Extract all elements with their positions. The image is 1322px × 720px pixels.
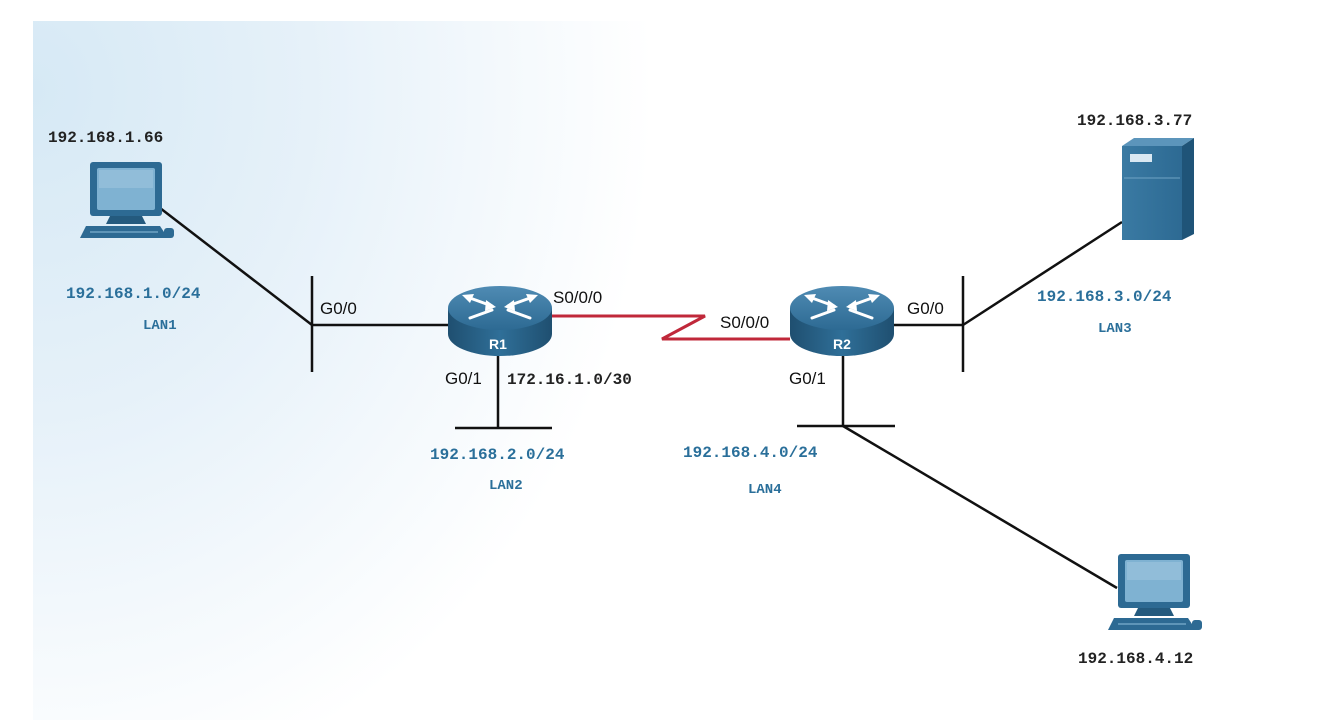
link-lan3-server [962,220,1123,327]
pc-icon[interactable] [1108,554,1202,630]
interface-label-r1-s000: S0/0/0 [553,288,602,307]
link-pc1-lan1 [159,207,313,326]
wan-network-label: 172.16.1.0/30 [507,371,632,389]
router-icon[interactable] [790,286,894,356]
lan4-network-label: 192.168.4.0/24 [683,444,818,462]
links [159,207,1123,590]
lan2-name-label: LAN2 [489,478,523,494]
interface-label-r1-g01: G0/1 [445,369,482,388]
link-lan4-pc4 [842,424,1118,590]
host-ip-pc1: 192.168.1.66 [48,129,163,147]
router-icon[interactable] [448,286,552,356]
lan4-name-label: LAN4 [748,482,782,498]
interface-label-r2-g00: G0/0 [907,299,944,318]
server-icon[interactable] [1122,138,1194,240]
host-ip-server3: 192.168.3.77 [1077,112,1192,130]
lan3-network-label: 192.168.3.0/24 [1037,288,1172,306]
interface-label-r2-s000: S0/0/0 [720,313,769,332]
router-label-r2: R2 [833,336,851,352]
interface-label-r1-g00: G0/0 [320,299,357,318]
interface-label-r2-g01: G0/1 [789,369,826,388]
lan1-network-label: 192.168.1.0/24 [66,285,201,303]
lan2-network-label: 192.168.2.0/24 [430,446,565,464]
router-label-r1: R1 [489,336,507,352]
serial-link-r1-r2 [550,314,790,341]
pc-icon[interactable] [80,162,174,238]
diagram-background [33,21,1322,720]
lan3-name-label: LAN3 [1098,321,1132,337]
lan1-name-label: LAN1 [143,318,177,334]
host-ip-pc4: 192.168.4.12 [1078,650,1193,668]
